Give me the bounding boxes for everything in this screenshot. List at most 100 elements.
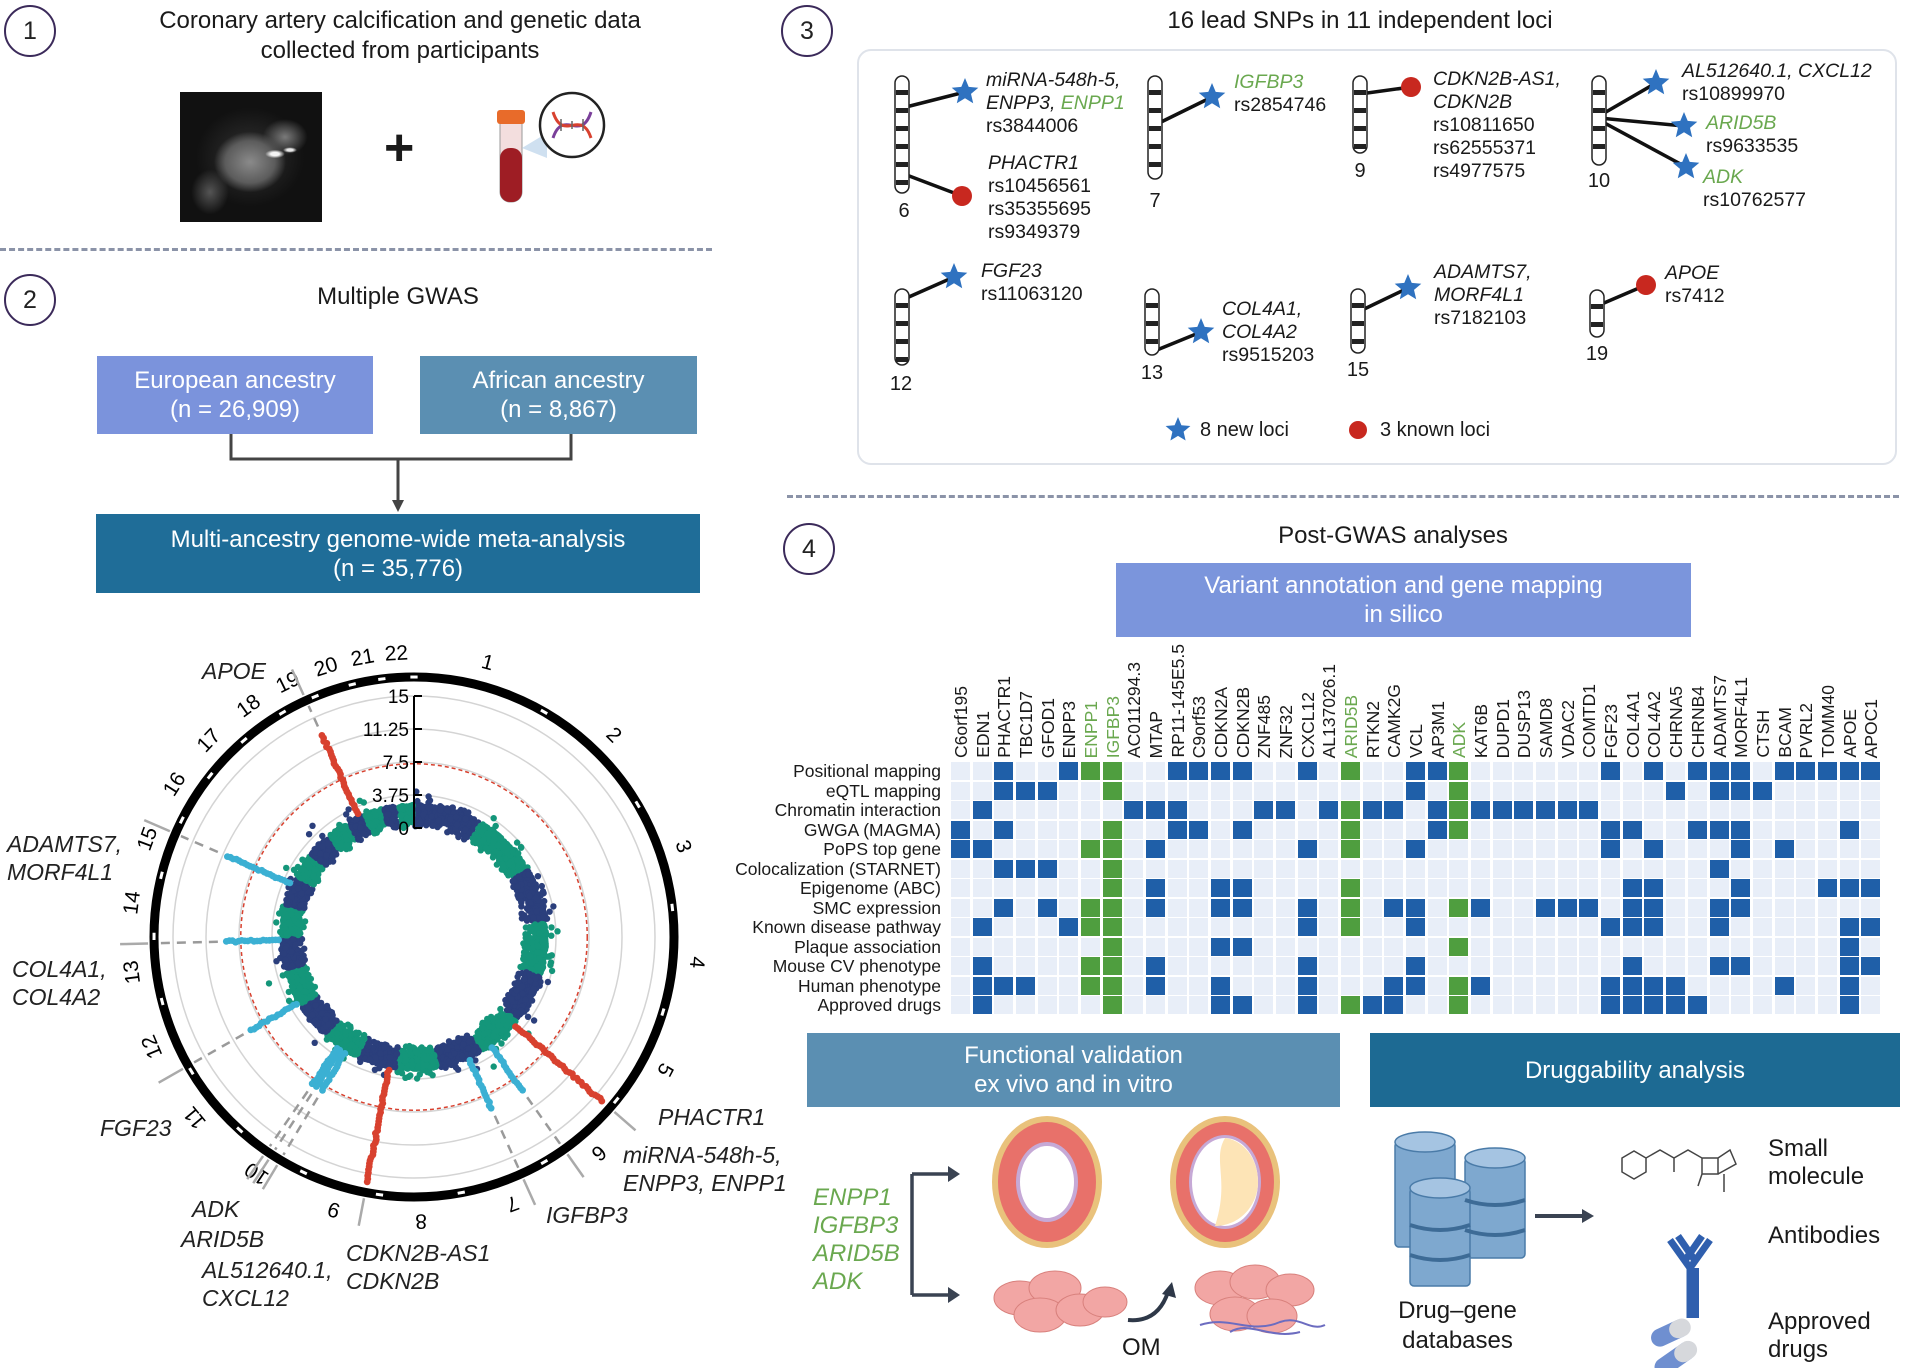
chromosome-label: 11	[179, 1102, 211, 1133]
data-point	[427, 1064, 435, 1071]
data-point	[540, 913, 547, 921]
data-point	[366, 1056, 374, 1064]
data-point	[462, 826, 469, 834]
data-point	[532, 975, 539, 982]
data-point	[355, 1047, 362, 1055]
data-point	[523, 915, 530, 923]
data-point	[506, 1013, 514, 1020]
panel1-title-line2: collected from participants	[260, 37, 540, 64]
african-label: African ancestry	[472, 367, 645, 394]
data-point	[336, 821, 343, 829]
data-point	[408, 1062, 416, 1069]
data-point	[469, 835, 477, 842]
data-point	[295, 920, 302, 928]
data-point	[484, 830, 492, 837]
data-point	[377, 824, 384, 831]
data-point	[500, 1027, 507, 1034]
data-point	[542, 944, 549, 951]
significance-ring	[240, 763, 588, 1111]
chromosome-label: 2	[601, 723, 625, 748]
data-point	[318, 1004, 326, 1011]
data-point	[369, 822, 377, 829]
merge-arrow	[229, 434, 573, 512]
data-point	[445, 1038, 453, 1045]
manhattan-points	[265, 788, 561, 1082]
data-point	[292, 941, 299, 948]
data-point	[498, 1040, 505, 1047]
data-point	[299, 978, 307, 985]
data-point	[317, 850, 324, 857]
data-point	[532, 885, 539, 892]
chromosome-label: 15	[133, 824, 163, 854]
data-point	[546, 952, 554, 960]
data-point	[332, 830, 339, 837]
data-point	[449, 804, 456, 811]
data-point	[519, 963, 527, 971]
chromosome-label: 5	[652, 1059, 678, 1080]
data-point	[296, 984, 304, 992]
data-point	[317, 857, 324, 864]
chromosome-label: 13	[119, 959, 145, 985]
data-point	[528, 939, 536, 946]
meta-n: (n = 35,776)	[332, 554, 464, 582]
data-point	[310, 873, 317, 880]
data-point	[420, 1055, 427, 1062]
data-point	[453, 821, 461, 829]
data-point	[335, 844, 342, 851]
data-point	[372, 812, 379, 819]
data-point	[462, 815, 469, 823]
data-point	[302, 988, 309, 995]
data-point	[527, 926, 535, 933]
data-point	[310, 881, 317, 888]
data-point	[299, 866, 307, 873]
data-point	[342, 1028, 349, 1035]
data-point	[525, 871, 532, 878]
data-point	[334, 1030, 341, 1037]
data-point	[479, 1024, 486, 1032]
data-point	[455, 833, 462, 841]
data-point	[522, 996, 529, 1003]
data-point	[295, 991, 302, 999]
data-point	[285, 929, 292, 937]
data-point	[490, 1063, 497, 1070]
data-point	[540, 959, 547, 966]
data-point	[548, 932, 555, 939]
data-point	[407, 1072, 414, 1079]
data-point	[550, 903, 557, 910]
data-point	[299, 856, 306, 863]
chromosome-label: 18	[232, 690, 264, 722]
data-point	[289, 984, 296, 991]
data-point	[279, 972, 286, 979]
data-point	[444, 829, 451, 836]
data-point	[436, 1048, 443, 1056]
data-point	[406, 1045, 413, 1052]
data-point	[470, 824, 477, 832]
data-point	[428, 813, 435, 820]
chromosome-boundary	[159, 871, 164, 880]
data-point	[475, 1033, 482, 1041]
data-point	[414, 807, 421, 814]
data-point	[480, 1030, 488, 1038]
data-point	[352, 1029, 360, 1036]
data-point	[513, 839, 521, 846]
data-point	[499, 861, 506, 868]
data-point	[519, 990, 527, 997]
panel-number-1: 1	[4, 5, 56, 57]
data-point	[441, 819, 448, 827]
data-point	[490, 1032, 497, 1040]
data-point	[503, 1000, 510, 1008]
data-point	[533, 908, 540, 915]
data-point	[365, 1042, 372, 1050]
data-point	[496, 855, 503, 862]
data-point	[366, 813, 374, 821]
data-point	[522, 934, 529, 942]
data-point	[309, 822, 316, 829]
data-point	[447, 816, 454, 823]
data-point	[311, 1039, 318, 1046]
data-point	[499, 843, 507, 851]
data-point	[539, 964, 547, 971]
data-point	[340, 1022, 347, 1030]
chromosome-boundary	[348, 682, 357, 687]
data-point	[544, 978, 552, 986]
data-point	[462, 833, 469, 841]
